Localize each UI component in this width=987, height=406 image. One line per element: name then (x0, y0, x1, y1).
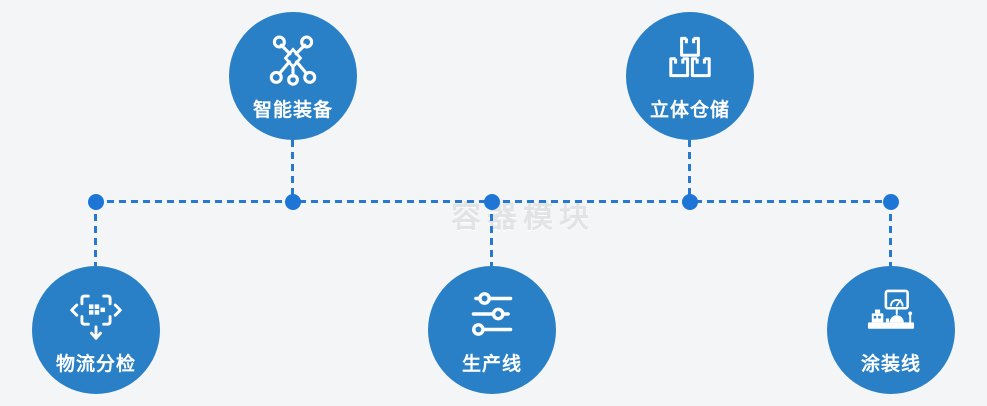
node-label: 涂装线 (860, 353, 921, 375)
branch-coating-line (889, 202, 892, 266)
node-stereo-warehouse: 立体仓储 (626, 12, 754, 140)
node-production-line: 生产线 (428, 266, 556, 394)
node-label: 物流分检 (55, 353, 136, 375)
stacked-boxes-icon (660, 29, 720, 91)
junction-dot (88, 194, 104, 210)
coating-machine-icon (859, 283, 923, 345)
junction-dot (883, 194, 899, 210)
node-logistics-sorting: 物流分检 (32, 266, 160, 394)
network-molecule-icon (262, 29, 324, 91)
junction-dot (682, 194, 698, 210)
node-smart-equipment: 智能装备 (229, 12, 357, 140)
sliders-icon (461, 283, 523, 345)
watermark-text: 容器模块 (451, 200, 595, 235)
node-label: 立体仓储 (649, 99, 730, 121)
branch-stereo-warehouse (688, 140, 691, 202)
junction-dot (484, 194, 500, 210)
sort-dispatch-icon (64, 283, 128, 345)
junction-dot (285, 194, 301, 210)
branch-smart-equipment (291, 140, 294, 202)
node-label: 生产线 (461, 353, 522, 375)
branch-logistics-sorting (94, 202, 97, 266)
node-coating-line: 涂装线 (827, 266, 955, 394)
node-label: 智能装备 (252, 99, 333, 121)
branch-production-line (490, 202, 493, 266)
